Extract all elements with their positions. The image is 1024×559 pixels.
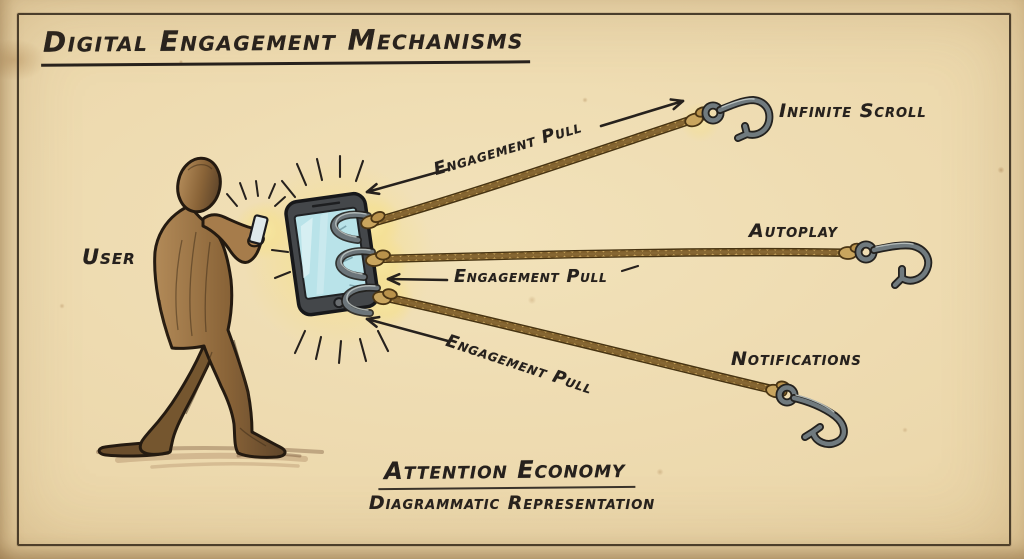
ropes (369, 111, 862, 397)
handheld-phone (248, 214, 269, 245)
user-shading (159, 163, 267, 447)
engagement-pull-arrow-top-right (599, 101, 683, 128)
user-head (176, 156, 222, 214)
screen-hook-loops (330, 210, 381, 317)
user-back-leg (138, 338, 216, 456)
label-notifications: Notifications (731, 348, 862, 370)
fishhook-icon-notifications (775, 383, 848, 448)
caption-heading: Attention Economy (378, 455, 636, 491)
smartphone (284, 191, 380, 317)
rope-notifications (383, 293, 788, 397)
label-engagement-pull-middle: Engagement Pull (454, 267, 608, 287)
engagement-pull-arrow-middle (388, 279, 449, 280)
diagram-title: Digital Engagement Mechanisms (40, 22, 531, 67)
rope-autoplay (375, 247, 862, 264)
engagement-pull-arrow-top-left (367, 167, 451, 192)
phone-speaker (311, 201, 341, 208)
caption-subheading: Diagrammatic Representation (368, 492, 656, 514)
fishhook-icon-autoplay (854, 240, 933, 289)
screen-sheen (300, 217, 313, 279)
user-label: User (82, 245, 136, 269)
label-autoplay: Autoplay (749, 220, 838, 242)
rope-knots-phone (360, 211, 398, 306)
rope-infinite-scroll (369, 111, 708, 227)
pull-arrows (367, 101, 683, 343)
label-infinite-scroll: Infinite Scroll (779, 100, 927, 122)
sparkle-rays-hand (226, 180, 286, 207)
user-torso-front-leg (153, 204, 287, 459)
screen-sheen-2 (316, 212, 329, 295)
fishhooks (701, 96, 933, 448)
fishhook-icon-infinite-scroll (701, 96, 774, 142)
engagement-pull-arrow-bottom (367, 319, 450, 343)
